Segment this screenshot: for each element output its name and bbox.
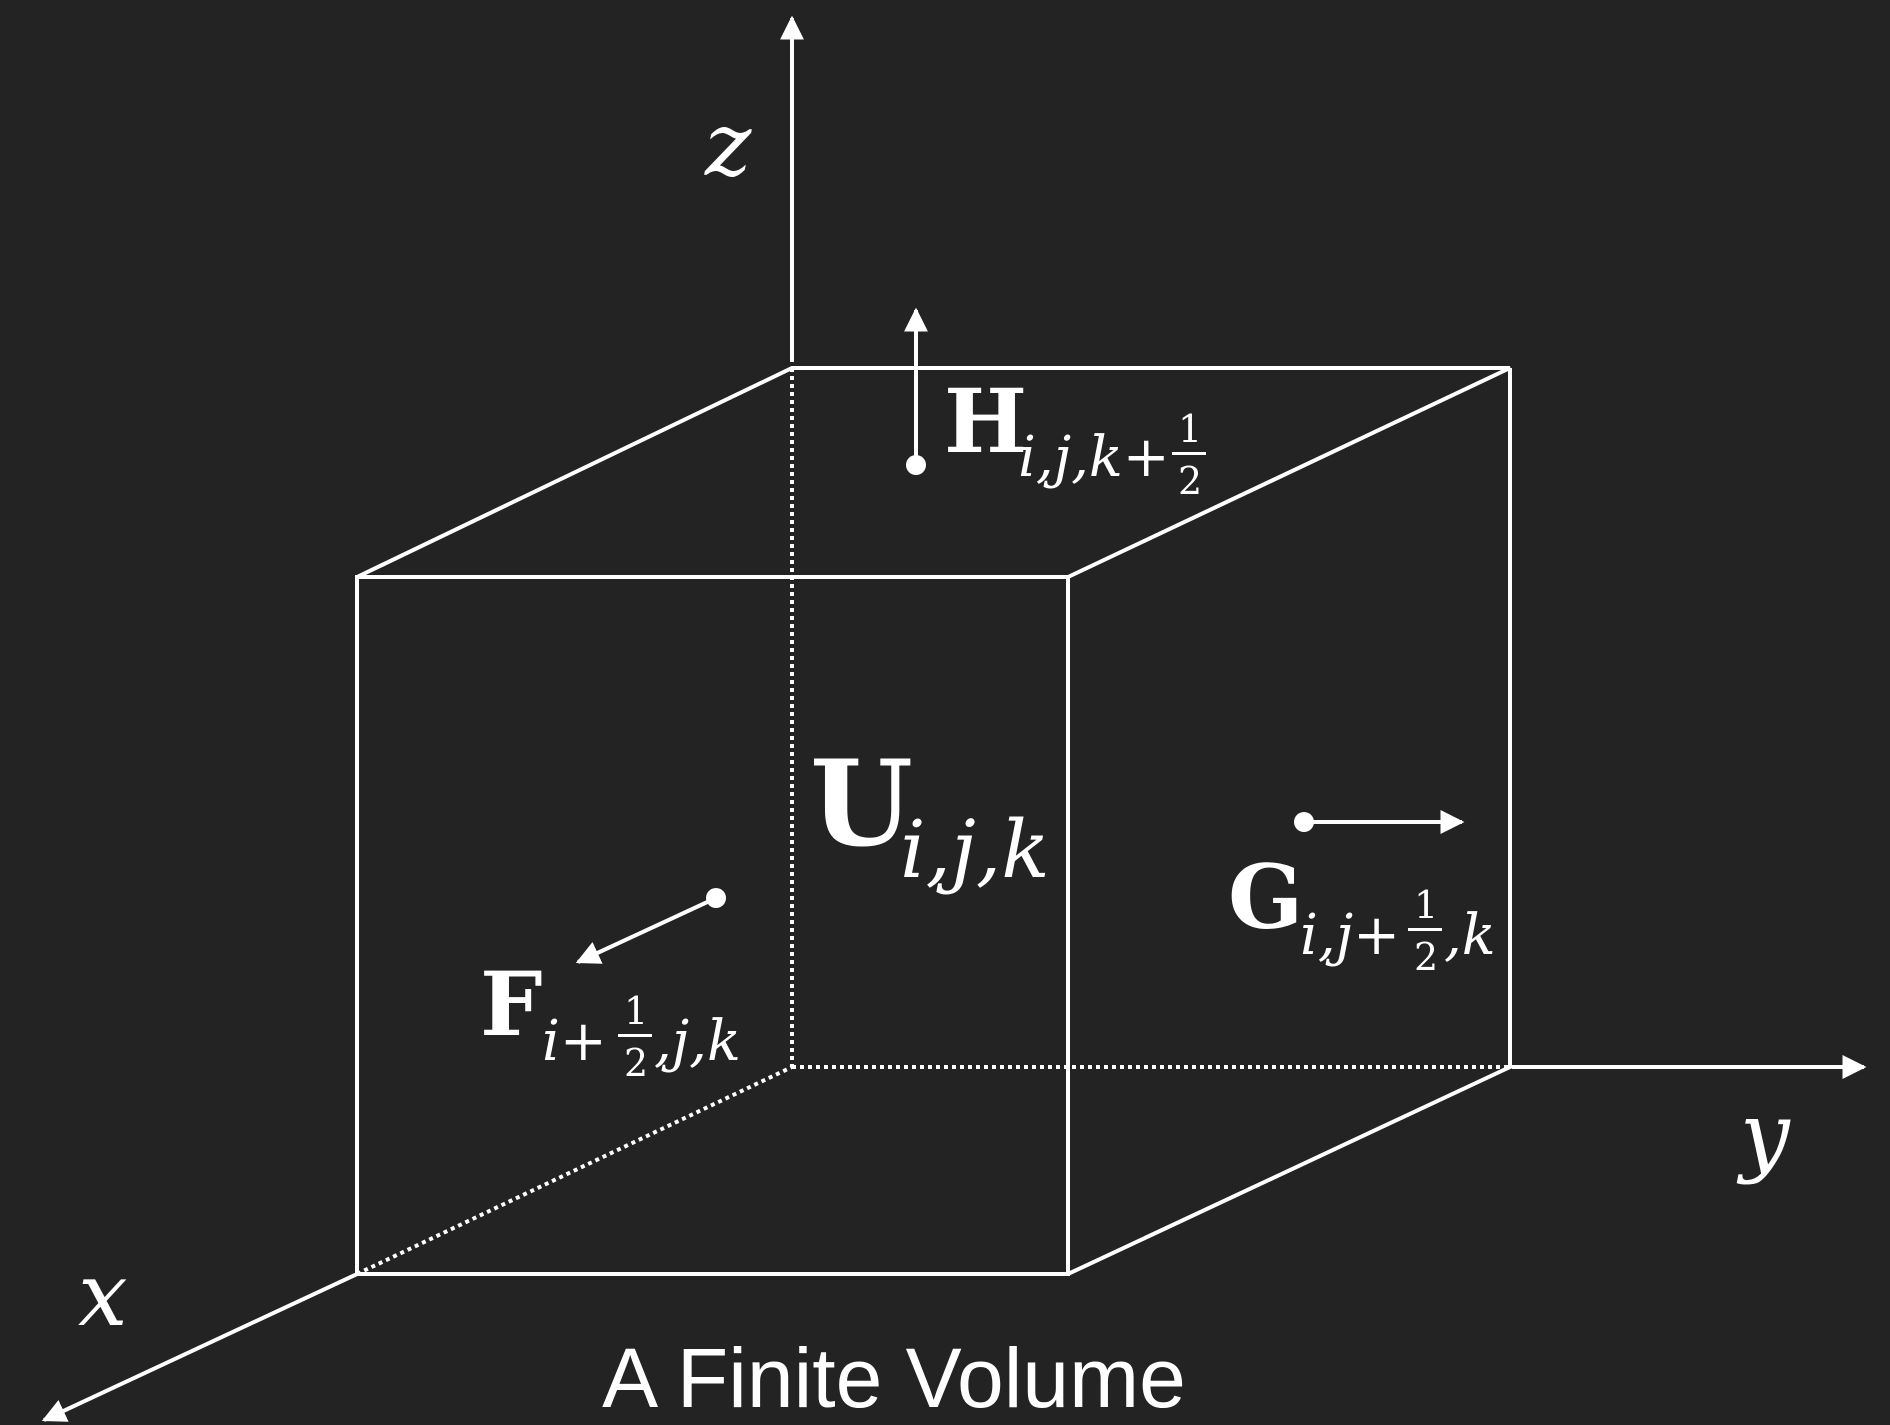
z-axis-label: z [704,93,752,196]
g-flux-vector [1294,810,1465,834]
g-flux-fraction-bar [1408,928,1442,931]
hidden-bottom-left-edge [356,1065,793,1276]
g-flux-symbol: G [1228,845,1303,949]
f-flux-subscript-suffix: ,j,k [654,1009,741,1074]
top-face-edges [356,366,1511,579]
h-flux-vector [904,307,928,475]
g-flux-subscript-suffix: ,k [1444,903,1496,968]
f-flux-fraction-bar [618,1034,652,1037]
f-flux-label: F i+ 1 2 ,j,k [480,952,741,1085]
x-axis-label: x [78,1243,128,1346]
h-flux-subscript: i,j,k+ [1018,425,1170,490]
f-flux-symbol: F [480,952,542,1056]
h-flux-fraction-numerator: 1 [1178,407,1202,451]
cell-average-label: U i,j,k [810,734,1050,896]
cell-symbol: U [810,734,913,873]
g-flux-fraction-denominator: 2 [1414,935,1438,979]
front-face [355,575,1070,1276]
f-flux-vector [575,888,726,964]
f-flux-fraction-denominator: 2 [624,1041,648,1085]
f-flux-fraction-numerator: 1 [624,989,648,1033]
flux-vectors [575,307,1465,964]
hidden-edges [356,368,1512,1276]
f-flux-point [706,888,726,908]
g-flux-fraction-numerator: 1 [1414,883,1438,927]
g-flux-point [1294,812,1314,832]
coordinate-axes [41,15,1867,1422]
right-face-edges [1067,368,1512,1276]
x-axis-line [41,1272,358,1422]
h-flux-label: H i,j,k+ 1 2 [944,369,1206,503]
y-axis-label: y [1736,1083,1791,1186]
diagram-caption: A Finite Volume [602,1331,1186,1425]
f-flux-subscript-prefix: i+ [542,1009,607,1074]
cell-subscript: i,j,k [900,803,1050,896]
g-flux-subscript-prefix: i,j+ [1300,903,1400,968]
g-flux-label: G i,j+ 1 2 ,k [1228,845,1496,979]
h-flux-fraction-bar [1172,452,1206,455]
h-flux-fraction-denominator: 2 [1178,459,1202,503]
cube-edges [355,366,1512,1276]
h-flux-symbol: H [944,369,1027,473]
h-flux-point [906,455,926,475]
